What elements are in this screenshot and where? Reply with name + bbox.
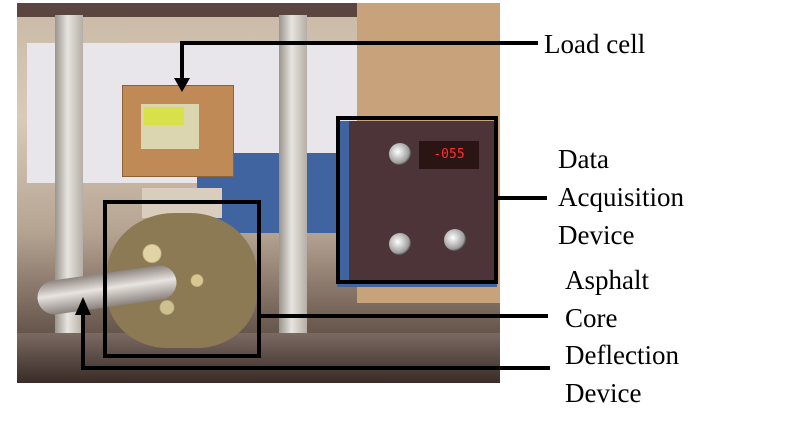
daq-leader-line xyxy=(498,196,547,200)
asphalt-core-specimen xyxy=(107,213,257,348)
test-setup-photo: -055 xyxy=(17,3,500,383)
load-cell xyxy=(122,85,234,177)
label-load-cell: Load cell xyxy=(544,29,646,59)
label-asphalt-line1: Asphalt xyxy=(565,265,649,295)
asphalt-core-leader-line xyxy=(259,314,548,318)
deflection-leader-line xyxy=(81,366,550,370)
label-daq-line1: Data xyxy=(558,144,609,174)
daq-knob-bottom-right xyxy=(444,229,466,251)
loading-frame-top xyxy=(17,3,357,17)
load-cell-leader-line xyxy=(180,41,538,45)
data-acquisition-unit: -055 xyxy=(337,121,497,287)
load-cell-sticker xyxy=(141,104,199,149)
label-deflection-line2: Device xyxy=(565,378,642,408)
label-daq-line2: Acquisition xyxy=(558,182,684,212)
daq-display: -055 xyxy=(419,141,479,169)
deflection-leader-rise xyxy=(81,310,85,370)
asphalt-core-highlight-box xyxy=(103,200,261,358)
load-cell-leader-drop xyxy=(180,41,184,81)
label-asphalt-line2: Core xyxy=(565,303,618,333)
load-cell-arrow-icon xyxy=(174,78,190,92)
daq-highlight-box xyxy=(336,116,498,284)
daq-knob-bottom-left xyxy=(389,233,411,255)
label-deflection-line1: Deflection xyxy=(565,340,679,370)
label-daq-line3: Device xyxy=(558,220,635,250)
deflection-arrow-icon xyxy=(75,297,91,315)
frame-post-right xyxy=(279,15,307,345)
daq-knob-top xyxy=(389,143,411,165)
